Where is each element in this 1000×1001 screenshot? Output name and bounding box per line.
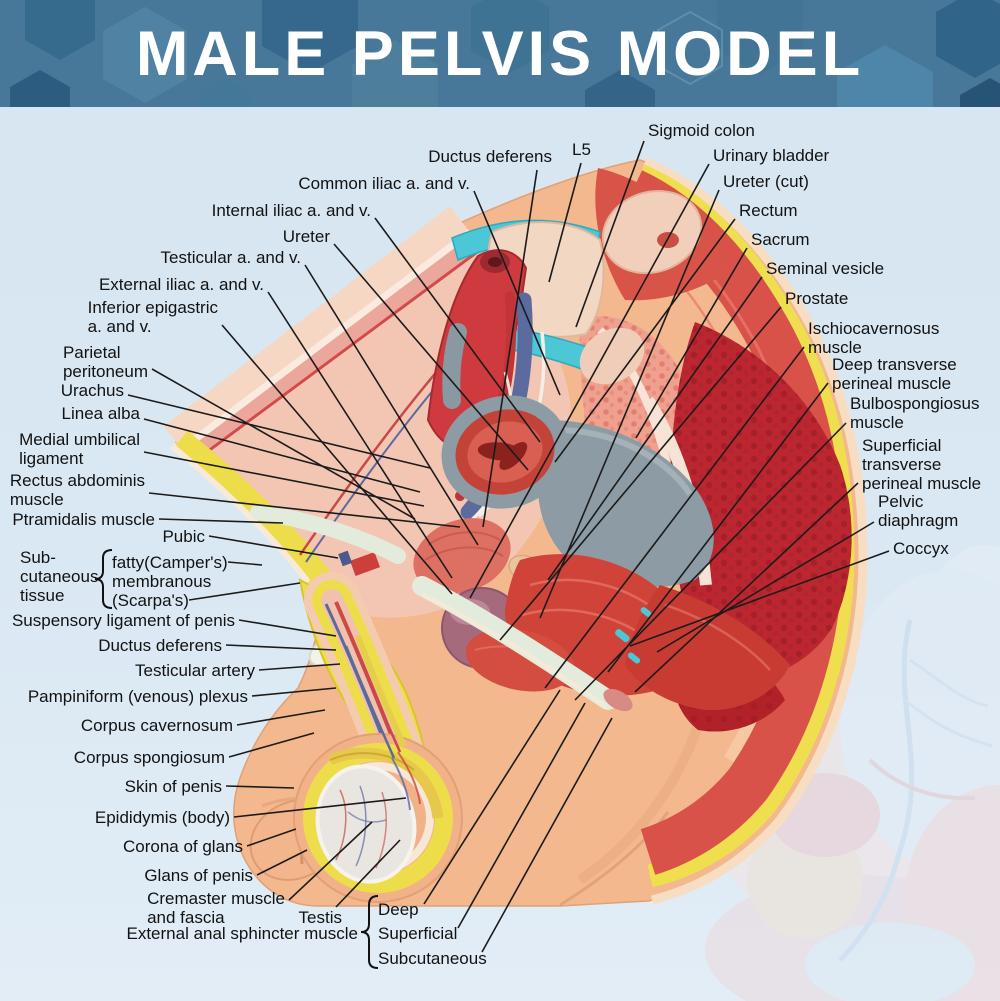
label-ureter-cut: Ureter (cut)	[723, 172, 809, 191]
anal-brace	[360, 895, 379, 969]
label-prostate: Prostate	[785, 289, 849, 308]
label-membranous: membranous	[112, 572, 212, 591]
label-anal-superficial: Superficial	[378, 924, 458, 943]
label-common-iliac: Common iliac a. and v.	[298, 174, 470, 193]
label-linea-alba: Linea alba	[61, 404, 140, 423]
label-glans-of-penis: Glans of penis	[144, 866, 253, 885]
scrotum	[293, 733, 463, 903]
label-pubic: Pubic	[162, 527, 205, 546]
label-testicular-av: Testicular a. and v.	[160, 248, 301, 267]
label-parietal-peritoneum: Parietal peritoneum	[62, 343, 148, 381]
leader-lines	[127, 140, 890, 953]
label-medial-umbilical: Medial umbilical ligament	[19, 430, 140, 468]
label-ischiocavernosus: Ischiocavernosus muscle	[808, 319, 940, 357]
watermark-anatomy-art	[705, 545, 1000, 1001]
label-cremaster: Cremaster muscle and fascia	[147, 889, 285, 927]
hexagon-pattern	[10, 0, 1000, 107]
label-rectus-abdominis: Rectus abdominis muscle	[9, 471, 145, 509]
rectum-cut	[441, 395, 569, 509]
label-corona-of-glans: Corona of glans	[122, 837, 243, 856]
label-rectum: Rectum	[739, 201, 798, 220]
label-corpus-spongiosum: Corpus spongiosum	[73, 748, 225, 767]
label-skin-of-penis: Skin of penis	[124, 777, 222, 796]
label-urinary-bladder: Urinary bladder	[713, 146, 830, 165]
label-pelvic-diaphragm: Pelvic diaphragm	[878, 492, 959, 530]
label-corpus-cavernosum: Corpus cavernosum	[80, 716, 233, 735]
label-seminal-vesicle: Seminal vesicle	[766, 259, 885, 278]
label-epididymis: Epididymis (body)	[94, 808, 230, 827]
pelvis-model	[163, 157, 868, 907]
label-urachus: Urachus	[60, 381, 124, 400]
label-anal-subcutaneous: Subcutaneous	[378, 949, 487, 968]
label-inferior-epigastric: Inferior epigastric a. and v.	[87, 298, 218, 336]
label-coccyx: Coccyx	[893, 539, 949, 558]
poster-title: MALE PELVIS MODEL	[135, 19, 865, 89]
label-subcutaneous-tissue: Sub- cutaneous tissue	[20, 548, 99, 605]
label-sigmoid-colon: Sigmoid colon	[648, 121, 755, 140]
label-testicular-artery: Testicular artery	[135, 661, 255, 680]
label-external-anal-sphincter: External anal sphincter muscle	[126, 924, 358, 943]
braces	[94, 549, 379, 969]
header-banner: MALE PELVIS MODEL	[0, 0, 1000, 107]
label-sacrum: Sacrum	[751, 230, 810, 249]
label-ductus-deferens-top: Ductus deferens	[428, 147, 552, 166]
label-superficial-transverse: Superficial transverse perineal muscle	[862, 436, 982, 493]
label-l5: L5	[572, 140, 591, 159]
label-deep-transverse: Deep transverse perineal muscle	[832, 355, 957, 393]
label-external-iliac: External iliac a. and v.	[98, 275, 264, 294]
label-ureter-top: Ureter	[282, 227, 330, 246]
label-scarpas: (Scarpa's)	[112, 591, 189, 610]
label-bulbospongiosus: Bulbospongiosus muscle	[850, 394, 980, 432]
label-ptramidalis: Ptramidalis muscle	[12, 510, 155, 529]
label-anal-deep: Deep	[378, 900, 419, 919]
label-pampiniform: Pampiniform (venous) plexus	[27, 687, 248, 706]
label-internal-iliac: Internal iliac a. and v.	[211, 201, 371, 220]
subcutaneous-brace	[94, 549, 113, 609]
label-fatty-campers: fatty(Camper's)	[112, 553, 228, 572]
label-suspensory-ligament: Suspensory ligament of penis	[11, 611, 235, 630]
label-testis: Testis	[298, 908, 342, 927]
label-ductus-deferens-low: Ductus deferens	[98, 636, 222, 655]
